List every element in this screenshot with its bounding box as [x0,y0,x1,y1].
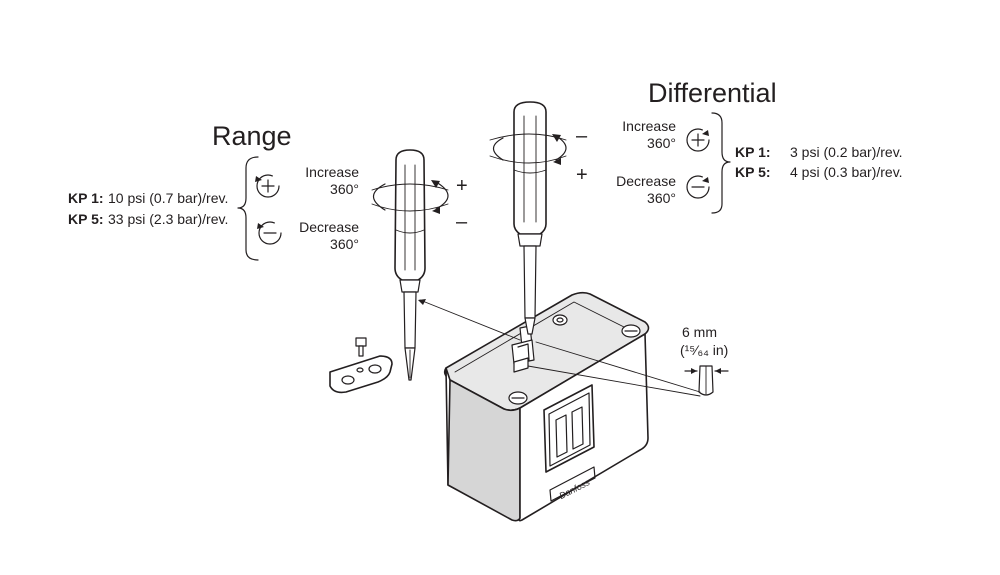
decrease-minus-icon [686,175,710,199]
leader-line-hex-upper [535,341,701,393]
arrowhead-icon [552,134,561,142]
differential-kp1-value: 3 psi (0.2 bar)/rev. [790,144,903,160]
differential-decrease-label: Decrease [616,173,676,189]
range-kp5-value: 33 psi (2.3 bar)/rev. [108,211,228,227]
range-decrease-label: Decrease [299,219,359,235]
range-kp5-label: KP 5: [68,211,104,227]
decrease-minus-icon [257,221,282,245]
range-increase-label: Increase [305,164,359,180]
rotation-orbit-bottom [371,203,449,212]
rotation-arrow-left [372,183,386,211]
mounting-bracket [329,337,393,394]
range-screwdriver [394,149,426,381]
increase-plus-icon [255,174,280,198]
differential-kp5-value: 4 psi (0.3 bar)/rev. [790,164,903,180]
range-kp1-value: 10 psi (0.7 bar)/rev. [108,190,228,206]
differential-screwdriver [513,101,547,335]
rotation-arrow-left [492,137,504,161]
arrowhead-icon [553,158,561,165]
increase-plus-icon [686,128,710,152]
range-kp1-label: KP 1: [68,190,104,206]
hex-key [684,365,729,396]
range-increase-degrees: 360° [330,181,359,197]
range-plus-sign: + [456,175,468,197]
rotation-orbit-top [371,183,449,191]
leader-line-range [419,299,521,341]
range-title: Range [212,121,292,151]
differential-decrease-degrees: 360° [647,190,676,206]
differential-bracket [711,112,731,214]
arrowhead-icon [431,180,440,188]
leader-line-hex-lower [527,365,701,397]
arrowhead-icon [418,299,426,305]
differential-title: Differential [648,78,777,108]
differential-minus-sign: – [576,125,588,147]
range-decrease-degrees: 360° [330,236,359,252]
hex-key-size-mm: 6 mm [682,324,717,340]
pressure-switch-housing: Danfoss [443,291,650,522]
differential-kp5-label: KP 5: [735,164,771,180]
arrowhead-icon [432,207,440,214]
differential-increase-label: Increase [622,118,676,134]
range-bracket [237,156,259,261]
hex-key-size-inch: (¹⁵⁄₆₄ in) [680,342,728,358]
differential-kp1-label: KP 1: [735,144,771,160]
differential-increase-degrees: 360° [647,135,676,151]
differential-plus-sign: + [576,164,588,186]
range-minus-sign: – [456,211,468,233]
